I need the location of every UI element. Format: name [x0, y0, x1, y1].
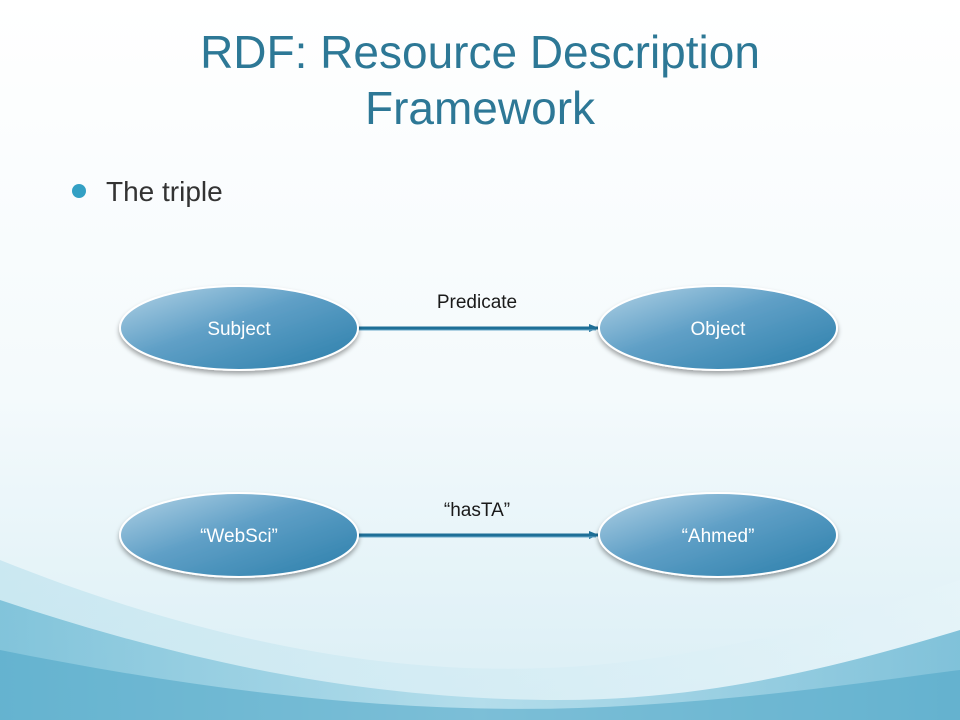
- predicate-label: Predicate: [437, 292, 517, 313]
- object-node: “Ahmed”: [598, 492, 838, 578]
- subject-label: Subject: [207, 319, 271, 340]
- bullet-item: The triple: [72, 176, 223, 208]
- triple-row-1: Predicate Subject Object: [119, 285, 838, 371]
- object-node: Object: [598, 285, 838, 371]
- title-line-1: RDF: Resource Description: [200, 26, 760, 78]
- subject-node: Subject: [119, 285, 359, 371]
- bullet-text: The triple: [106, 176, 223, 207]
- title-line-2: Framework: [364, 82, 596, 134]
- predicate-label: “hasTA”: [444, 500, 510, 521]
- triple-row-2: “hasTA” “WebSci” “Ahmed”: [119, 492, 838, 578]
- subject-label: “WebSci”: [200, 526, 278, 547]
- slide-title: RDF: Resource Description Framework: [0, 24, 960, 136]
- object-label: “Ahmed”: [682, 526, 755, 547]
- bullet-dot-icon: [72, 184, 86, 198]
- object-label: Object: [691, 319, 747, 340]
- subject-node: “WebSci”: [119, 492, 359, 578]
